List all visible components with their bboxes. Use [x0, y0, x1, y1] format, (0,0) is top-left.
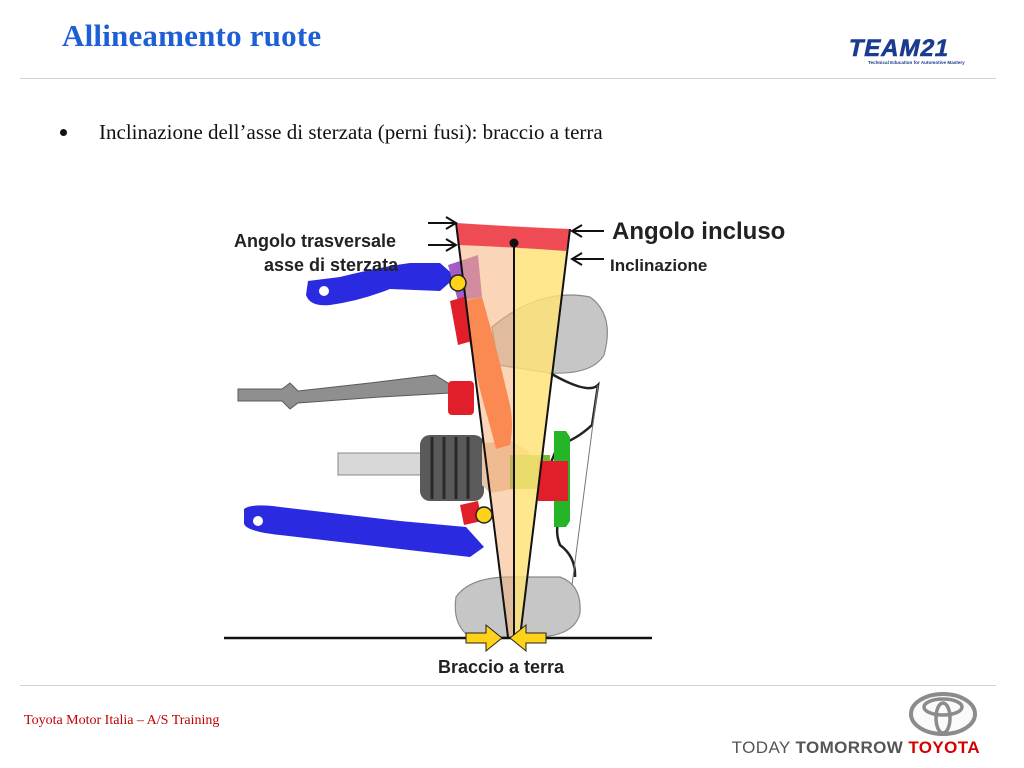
scrub-arrow-left [465, 623, 503, 653]
steering-axis-line [455, 222, 509, 638]
wheel-center-line [519, 228, 571, 638]
label-inclination: Inclinazione [610, 256, 707, 275]
toyota-slogan: TODAY TOMORROW TOYOTA [732, 738, 980, 758]
tie-rod-end [448, 381, 474, 415]
arrow-top-right-2 [570, 252, 604, 266]
slide-title: Allineamento ruote [62, 18, 322, 53]
arrow-top-left-2 [428, 238, 458, 252]
upper-control-arm [306, 263, 456, 306]
footer-training-label: Toyota Motor Italia – A/S Training [24, 713, 220, 728]
scrub-arrow-right [509, 623, 547, 653]
footer-divider [20, 685, 996, 686]
toyota-emblem-icon [909, 692, 977, 736]
arrow-top-left-1 [428, 216, 458, 230]
label-included-angle: Angolo incluso [612, 218, 785, 245]
included-angle-band [456, 223, 570, 251]
tie-rod [237, 374, 451, 410]
inclination-cone [514, 229, 570, 637]
cv-boot [420, 435, 484, 501]
upper-ball-joint [449, 274, 467, 292]
lower-ball-joint [475, 506, 493, 524]
slogan-today: TODAY [731, 738, 791, 757]
label-angle-transverse-1: Angolo trasversale [234, 231, 396, 251]
slogan-toyota: TOYOTA [908, 738, 980, 757]
team21-logo: TEAM21 Technical Education for Automotiv… [846, 35, 965, 65]
upper-arm-bushing [317, 284, 331, 298]
label-angle-transverse-2: asse di sterzata [264, 255, 399, 275]
hub-red-bolt [538, 461, 568, 501]
knuckle-red-left [450, 297, 472, 345]
slogan-tomorrow: TOMORROW [795, 738, 904, 757]
lower-arm-bushing [251, 514, 265, 528]
bullet-item: Inclinazione dell’asse di sterzata (pern… [60, 120, 603, 145]
tire-tread-line [571, 384, 599, 586]
label-scrub-radius: Braccio a terra [438, 657, 565, 677]
bullet-dot [60, 129, 67, 136]
bullet-text: Inclinazione dell’asse di sterzata (pern… [99, 120, 603, 144]
axis-pivot-dot [509, 238, 519, 248]
drive-shaft [337, 452, 429, 476]
team21-logo-text: TEAM21 [846, 35, 952, 62]
steering-axis-diagram: Angolo trasversale asse di sterzata Ango… [224, 216, 785, 677]
team21-logo-subtitle: Technical Education for Automotive Maste… [868, 60, 965, 65]
arrow-top-right-1 [570, 224, 604, 238]
lower-control-arm [244, 505, 484, 557]
header-divider [20, 78, 996, 79]
